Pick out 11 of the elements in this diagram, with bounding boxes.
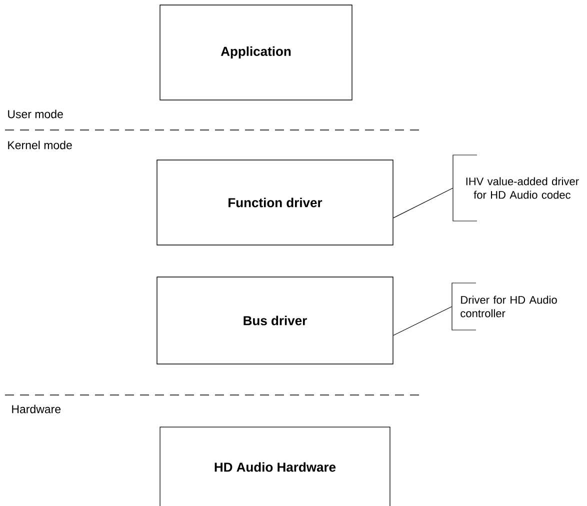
leader-line: [393, 188, 454, 218]
mode-label: Kernel mode: [8, 140, 72, 150]
leader-line: [393, 306, 452, 336]
mode-label: User mode: [8, 110, 63, 118]
process-box: Function driver: [156, 160, 394, 246]
process-box: Bus driver: [156, 276, 394, 364]
process-box: HD Audio Hardware: [160, 426, 390, 506]
mode-label: Hardware: [12, 404, 61, 414]
callout-bracket: IHV value-added driver for HD Audio codec: [452, 154, 579, 222]
callout-bracket: Driver for HD Audio controller: [452, 282, 557, 330]
process-box: Application: [160, 4, 352, 100]
